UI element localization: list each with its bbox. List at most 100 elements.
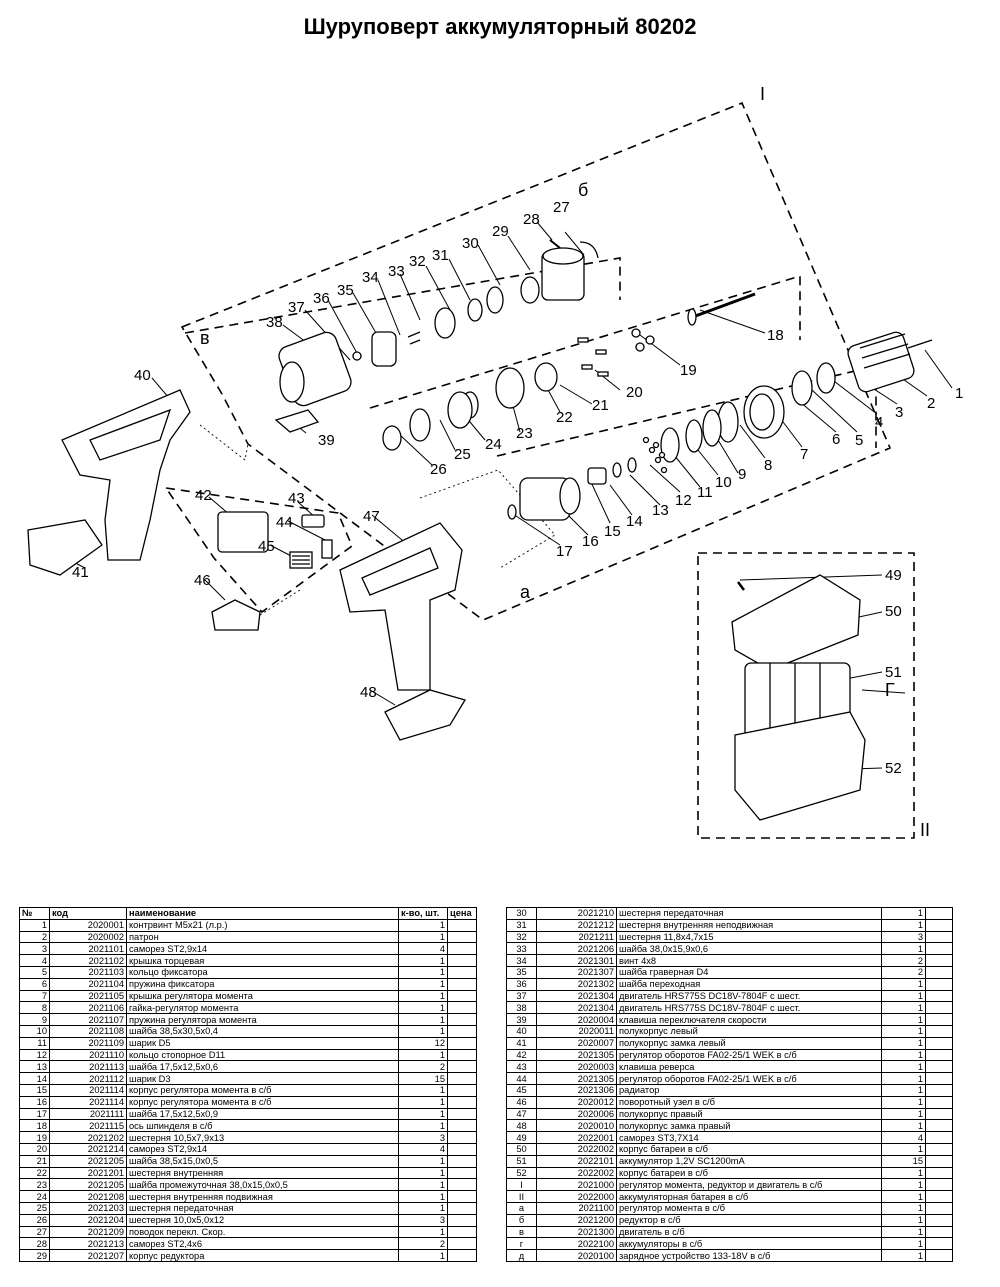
callout-28: 28	[523, 211, 540, 228]
callout-3: 3	[895, 404, 903, 421]
cell-qty: 1	[398, 1001, 448, 1015]
cell-code: 2020011	[536, 1024, 617, 1038]
cell-name: кольцо фиксатора	[126, 965, 399, 979]
cell-code: 2021305	[536, 1048, 617, 1062]
callout-45: 45	[258, 538, 275, 555]
cell-price	[447, 1190, 477, 1203]
cell-name: корпус батареи в с/б	[616, 1142, 882, 1156]
cell-no: 6	[19, 977, 50, 991]
cell-no: 31	[506, 918, 537, 932]
cell-name: редуктор в с/б	[616, 1213, 882, 1227]
cell-price	[447, 977, 477, 991]
cell-no: 49	[506, 1131, 537, 1144]
cell-price	[925, 1024, 953, 1038]
cell-code: 2020007	[536, 1036, 617, 1050]
cell-code: 2021202	[49, 1131, 127, 1144]
cell-price	[447, 965, 477, 979]
cell-name: аккумулятор 1,2V SC1200mA	[616, 1154, 882, 1168]
cell-name: контрвинт М5х21 (л.р.)	[126, 918, 399, 932]
cell-qty: 1	[881, 1225, 926, 1239]
cell-qty: 1	[881, 989, 926, 1003]
cell-price	[925, 1001, 953, 1015]
cell-no: в	[506, 1225, 537, 1239]
callout-46: 46	[194, 572, 211, 589]
cell-qty: 1	[881, 1060, 926, 1074]
cell-code: 2021114	[49, 1095, 127, 1109]
callout-27: 27	[553, 199, 570, 216]
cell-code: 2021115	[49, 1119, 127, 1133]
cell-qty: 1	[398, 1201, 448, 1215]
cell-name: регулятор момента в с/б	[616, 1201, 882, 1215]
cell-qty: 4	[398, 942, 448, 956]
cell-code: 2021204	[49, 1213, 127, 1227]
cell-no: 14	[19, 1072, 50, 1085]
callout-13: 13	[652, 502, 669, 519]
cell-price	[447, 1237, 477, 1251]
cell-code: 2021304	[536, 1001, 617, 1015]
cell-no: 47	[506, 1107, 537, 1121]
cell-no: 15	[19, 1083, 50, 1097]
cell-no: а	[506, 1201, 537, 1215]
cell-name: шайба 38,0х15,9х0,6	[616, 942, 882, 956]
cell-qty: 1	[881, 1119, 926, 1133]
cell-no: 48	[506, 1119, 537, 1133]
cell-name: корпус редуктора	[126, 1249, 399, 1262]
cell-no: 20	[19, 1142, 50, 1156]
callout-25: 25	[454, 446, 471, 463]
callout-40: 40	[134, 367, 151, 384]
callout-22: 22	[556, 409, 573, 426]
cell-qty: 1	[881, 1166, 926, 1180]
cell-qty: 15	[398, 1072, 448, 1085]
cell-no: 17	[19, 1107, 50, 1121]
callout-20: 20	[626, 384, 643, 401]
cell-name: регулятор оборотов FA02-25/1 WEK в с/б	[616, 1072, 882, 1085]
header-qty: к-во, шт.	[398, 907, 448, 920]
cell-price	[925, 918, 953, 932]
cell-name: патрон	[126, 930, 399, 944]
cell-no: 2	[19, 930, 50, 944]
gearbox-housing-part	[541, 247, 585, 301]
cell-qty: 1	[881, 1083, 926, 1097]
cell-code: 2022002	[536, 1142, 617, 1156]
cell-no: 11	[19, 1036, 50, 1050]
cell-name: шайба промежуточная 38,0х15,0х0,5	[126, 1178, 399, 1192]
cell-no: 21	[19, 1154, 50, 1168]
cell-price	[925, 989, 953, 1003]
callout-21: 21	[592, 397, 609, 414]
cell-price	[447, 1213, 477, 1227]
cell-qty: 1	[881, 1107, 926, 1121]
cell-qty: 1	[881, 942, 926, 956]
cell-code: 2021114	[49, 1083, 127, 1097]
cell-price	[447, 1060, 477, 1074]
cell-price	[925, 930, 953, 944]
cell-qty: 1	[881, 1249, 926, 1262]
cell-code: 2021103	[49, 965, 127, 979]
cell-no: 45	[506, 1083, 537, 1097]
cell-no: 24	[19, 1190, 50, 1203]
cell-code: 2021105	[49, 989, 127, 1003]
speed-regulator-part	[217, 511, 269, 553]
cell-name: шайба граверная D4	[616, 965, 882, 979]
callout-7: 7	[800, 446, 808, 463]
